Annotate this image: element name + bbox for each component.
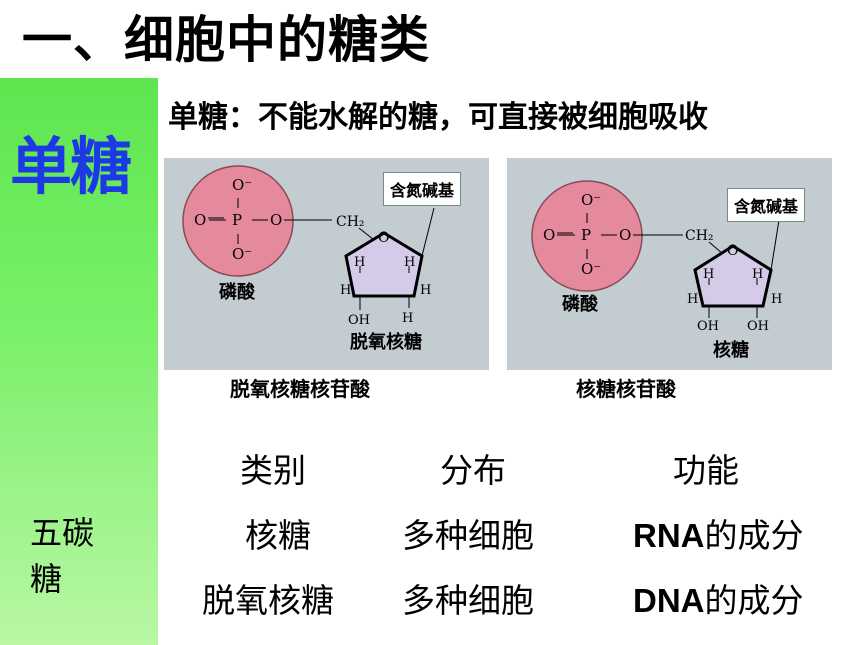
deoxyribonucleotide-structure: O⁻ O P O O⁻ CH₂ O H H H H OH H: [182, 165, 435, 328]
sidebar: 单糖 五碳糖: [0, 78, 158, 645]
atom-o-minus: O⁻: [232, 176, 252, 194]
atom-p: P: [581, 226, 591, 244]
function-abbr: RNA: [633, 517, 705, 554]
atom-h: H: [354, 255, 365, 270]
atom-ring-o: O: [727, 243, 738, 259]
atom-h: H: [752, 267, 763, 282]
phosphate-label: 磷酸: [562, 294, 598, 315]
table-row-ribose-name: 核糖: [245, 516, 311, 555]
atom-h: H: [703, 267, 714, 282]
function-abbr: DNA: [633, 582, 705, 619]
table-row-ribose-distribution: 多种细胞: [402, 516, 534, 555]
sugar-label: 脱氧核糖: [350, 332, 422, 353]
ribonucleotide-diagram: O⁻ O P O O⁻ CH₂ O H H H H OH OH 含氮碱基 磷酸 …: [507, 158, 832, 370]
phosphate-label: 磷酸: [219, 282, 255, 303]
nitrogenous-base-label: 含氮碱基: [727, 188, 806, 222]
atom-ch2: CH₂: [685, 228, 714, 244]
atom-h: H: [402, 311, 413, 326]
atom-h: H: [771, 292, 782, 307]
table-header-category: 类别: [240, 451, 306, 490]
atom-h: H: [404, 255, 415, 270]
sidebar-heading: 单糖: [10, 130, 132, 203]
atom-p: P: [232, 211, 242, 229]
sugar-label: 核糖: [713, 340, 749, 361]
atom-ch2: CH₂: [336, 214, 365, 230]
atom-oh: OH: [697, 319, 719, 334]
atom-h: H: [687, 292, 698, 307]
table-row-ribose-function: RNA的成分: [633, 509, 804, 557]
atom-oh: OH: [348, 313, 370, 328]
function-rest: 的成分: [704, 516, 804, 555]
subtitle: 单糖：不能水解的糖，可直接被细胞吸收: [168, 100, 708, 135]
table-row-deoxyribose-distribution: 多种细胞: [402, 581, 534, 620]
atom-h: H: [340, 283, 351, 298]
atom-o-minus: O⁻: [581, 191, 601, 209]
ribonucleotide-caption: 核糖核苷酸: [576, 377, 676, 401]
atom-o: O: [619, 226, 631, 244]
page-title: 一、细胞中的糖类: [22, 11, 430, 69]
atom-o: O: [270, 211, 282, 229]
sidebar-category: 五碳糖: [30, 514, 95, 598]
function-rest: 的成分: [704, 581, 804, 620]
atom-oh: OH: [747, 319, 769, 334]
ribonucleotide-structure: O⁻ O P O O⁻ CH₂ O H H H H OH OH: [531, 180, 782, 334]
atom-ring-o: O: [378, 230, 389, 246]
table-header-function: 功能: [673, 451, 739, 490]
table-row-deoxyribose-function: DNA的成分: [633, 574, 804, 622]
atom-o-minus: O⁻: [232, 245, 252, 263]
atom-o-minus: O⁻: [581, 260, 601, 278]
deoxyribonucleotide-caption: 脱氧核糖核苷酸: [230, 377, 370, 401]
atom-h: H: [420, 283, 431, 298]
table-row-deoxyribose-name: 脱氧核糖: [202, 581, 334, 620]
atom-o: O: [543, 226, 555, 244]
phosphate-circle: [531, 180, 643, 292]
sugar-ring: [344, 231, 424, 298]
phosphate-circle: [182, 165, 294, 277]
atom-o: O: [194, 211, 206, 229]
deoxyribonucleotide-diagram: O⁻ O P O O⁻ CH₂ O H H H H OH H 含氮碱基 磷酸 脱…: [164, 158, 489, 370]
nitrogenous-base-label: 含氮碱基: [383, 172, 462, 206]
sugar-ring: [693, 244, 773, 308]
table-header-distribution: 分布: [440, 451, 506, 490]
